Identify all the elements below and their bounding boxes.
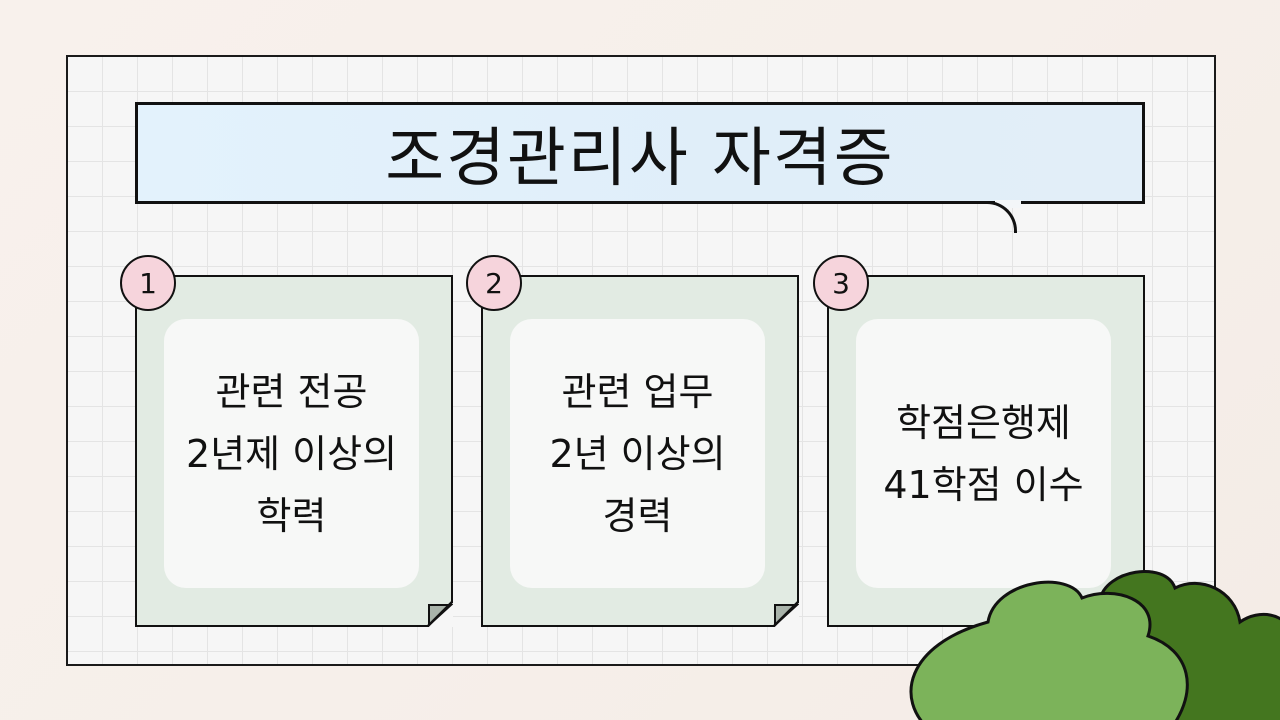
card-text: 학점은행제 41학점 이수 (856, 319, 1111, 588)
step-number: 3 (832, 266, 850, 300)
card-text: 관련 전공 2년제 이상의 학력 (164, 319, 419, 588)
speech-tail-gap (995, 200, 1021, 208)
requirement-card-2: 관련 업무 2년 이상의 경력 (481, 275, 799, 627)
card-text: 관련 업무 2년 이상의 경력 (510, 319, 765, 588)
folded-corner-icon (427, 601, 453, 627)
step-badge-1: 1 (120, 255, 176, 311)
step-badge-3: 3 (813, 255, 869, 311)
folded-corner-icon (773, 601, 799, 627)
requirement-card-1: 관련 전공 2년제 이상의 학력 (135, 275, 453, 627)
bush-illustration-icon (909, 570, 1280, 720)
step-number: 2 (485, 266, 503, 300)
page-title: 조경관리사 자격증 (385, 122, 895, 196)
step-badge-2: 2 (466, 255, 522, 311)
title-banner: 조경관리사 자격증 (135, 102, 1145, 204)
step-number: 1 (139, 266, 157, 300)
requirement-card-3: 학점은행제 41학점 이수 (827, 275, 1145, 627)
